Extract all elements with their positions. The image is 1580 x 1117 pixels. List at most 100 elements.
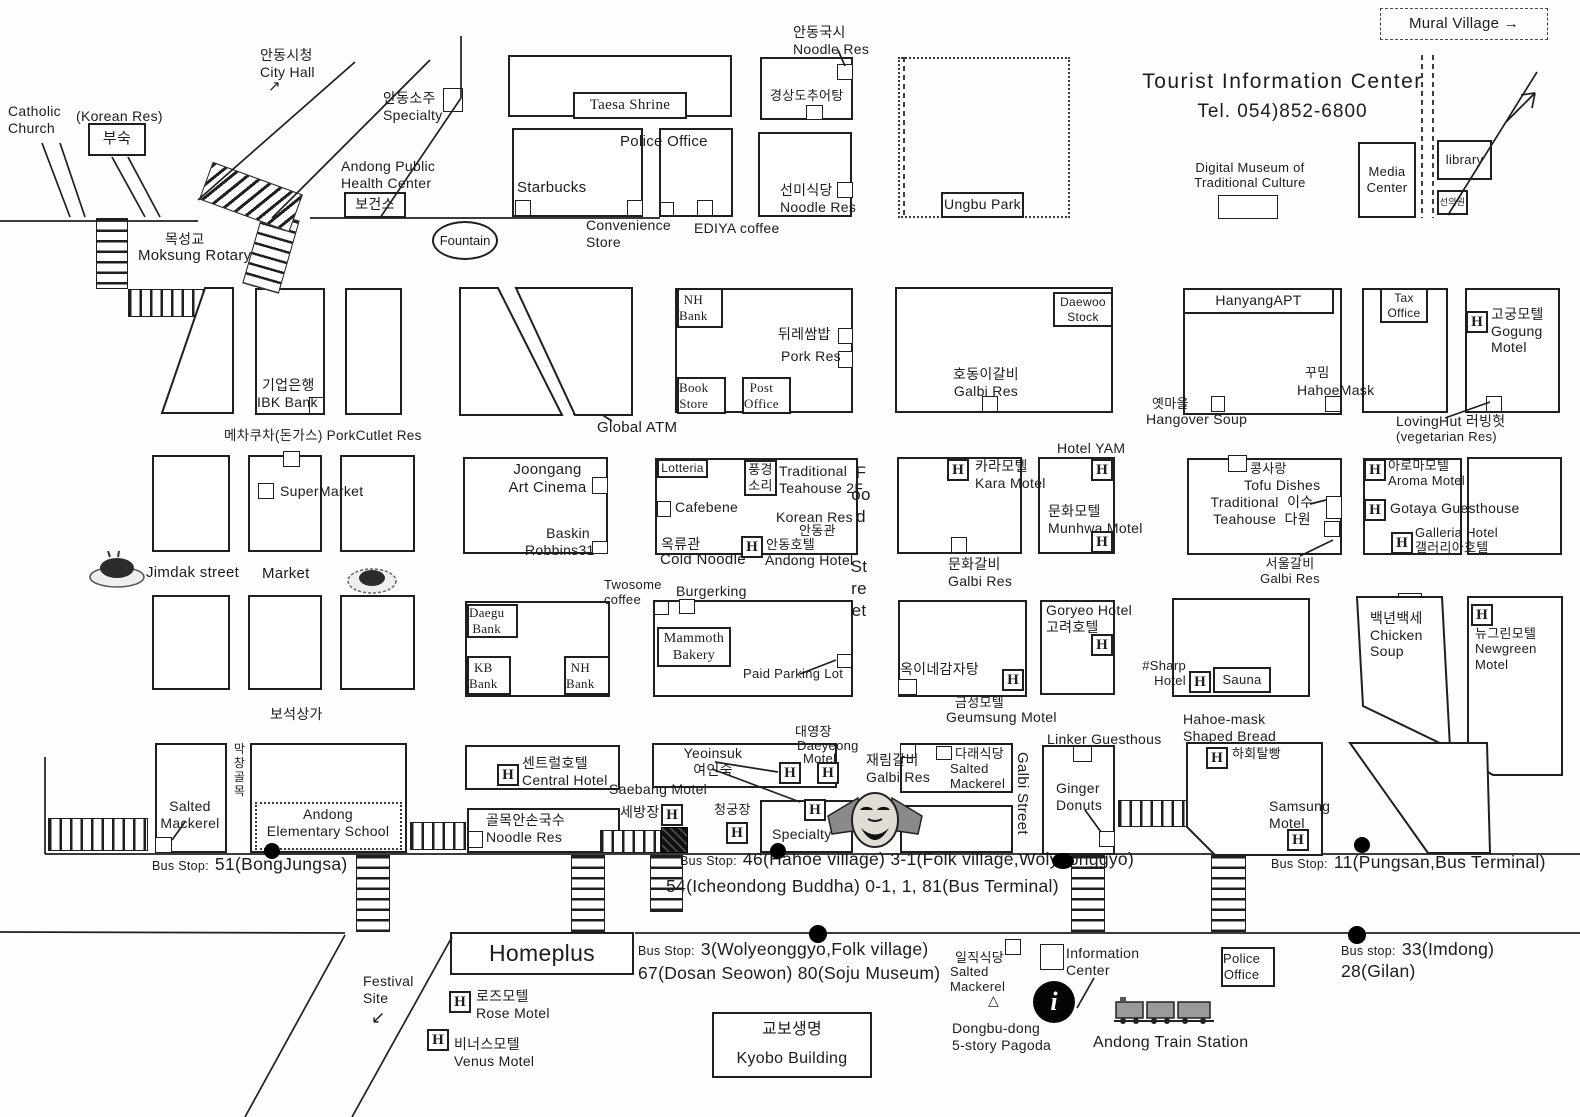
map-label: Andong Elementary School xyxy=(266,806,390,839)
map-label: Market xyxy=(262,565,310,582)
entrance-box xyxy=(898,679,917,695)
map-label: 안동국시 Noodle Res xyxy=(793,24,870,57)
hotel-marker: H xyxy=(661,804,683,826)
bus-stop-dot xyxy=(770,843,786,859)
building-block xyxy=(465,745,620,790)
kyobo-building-box: 교보생명 Kyobo Building xyxy=(712,1012,872,1078)
map-label: Dongbu-dong 5-story Pagoda xyxy=(952,1020,1052,1053)
building-block xyxy=(898,600,1027,697)
map-label: 막창골목 xyxy=(233,742,246,798)
map-label: 옛마을 xyxy=(1152,396,1189,411)
entrance-box xyxy=(837,654,852,668)
homeplus-box: Homeplus xyxy=(450,932,634,975)
building-block xyxy=(152,595,230,690)
train-icon xyxy=(1114,997,1214,1024)
bus-stop-prefix: Bus Stop: xyxy=(1271,857,1328,871)
map-label: 카라모텔 Kara Motel xyxy=(975,458,1046,491)
map-label: IBK Bank xyxy=(257,394,318,410)
map-label: Yeoinsuk 여인숙 xyxy=(683,745,743,778)
map-title: Tourist Information Center xyxy=(1142,70,1423,93)
shinhan-bank-box: Shinhan Bank xyxy=(573,376,633,415)
map-label: Goryeo Hotel 고려호텔 xyxy=(1046,602,1133,635)
map-label: Police Office xyxy=(620,133,708,150)
crosswalk xyxy=(128,289,204,317)
map-label: SuperMarket xyxy=(280,483,364,499)
map-label: 꾸밈 xyxy=(1305,365,1330,380)
map-label: Galbi Street xyxy=(1014,752,1031,835)
map-label: 백년백세 Chicken Soup xyxy=(1370,610,1423,660)
map-label: Traditional 이수 Teahouse 다원 xyxy=(1210,494,1314,527)
entrance-box xyxy=(1211,396,1225,412)
map-label: 안동관 xyxy=(799,523,836,538)
map-label: Andong Public Health Center xyxy=(341,158,436,191)
building-block xyxy=(250,743,407,853)
map-label: 로즈모텔 Rose Motel xyxy=(476,988,550,1021)
crosswalk xyxy=(1071,855,1105,932)
map-label: 선미식당 Noodle Res xyxy=(780,182,857,215)
crosswalk xyxy=(571,855,605,932)
nh-bank-box: NH Bank xyxy=(677,288,723,328)
bus-stop-prefix: Bus Stop: xyxy=(680,854,737,868)
building-block xyxy=(255,288,325,415)
entrance-box xyxy=(309,397,324,414)
map-label: 비너스모텔 Venus Motel xyxy=(454,1036,535,1069)
map-label: 안동소주 Specialty xyxy=(383,90,443,123)
road-line xyxy=(1531,92,1536,109)
entrance-box xyxy=(697,200,713,216)
busuk-korean-res-box: 부숙 xyxy=(88,123,146,156)
map-label: Street xyxy=(850,557,868,620)
bus-stop-label: Bus Stop: 11(Pungsan,Bus Terminal) xyxy=(1271,852,1546,873)
crosswalk xyxy=(650,855,683,912)
hotel-marker: H xyxy=(1364,459,1386,481)
nh-bank-south-box: NH Bank xyxy=(564,656,610,695)
map-label: 문화갈비 Galbi Res xyxy=(948,556,1013,589)
building-block xyxy=(659,128,733,217)
map-label: Gotaya Guesthouse xyxy=(1390,500,1520,516)
entrance-box xyxy=(1324,521,1340,537)
road-line xyxy=(244,934,346,1117)
post-office-box: Post Office xyxy=(742,377,791,414)
entrance-box xyxy=(806,105,823,120)
map-label: △ xyxy=(988,992,1000,1008)
clinic-box: 선의원 xyxy=(1437,190,1468,215)
map-label: 기업은행 xyxy=(262,377,315,393)
map-label: 뉴그린모텔 Newgreen Motel xyxy=(1475,626,1537,672)
map-label: Specialty xyxy=(772,826,832,842)
map-label: Food xyxy=(851,463,871,526)
hotel-marker: H xyxy=(804,799,826,821)
building-block xyxy=(340,595,415,690)
map-label: Traditional Teahouse 2F xyxy=(779,463,864,496)
bus-stop-dot xyxy=(809,925,827,943)
map-label: Hangover Soup xyxy=(1146,411,1248,427)
map-label: EDIYA coffee xyxy=(694,220,780,236)
road-line xyxy=(111,156,146,218)
hotel-marker: H xyxy=(1002,669,1024,691)
map-label: 옥류관 xyxy=(661,536,701,552)
map-label: 하회탈빵 xyxy=(1232,746,1282,761)
map-label: ↗ xyxy=(268,78,281,95)
hotel-marker: H xyxy=(1091,634,1113,656)
convenience-store-icon xyxy=(661,827,688,853)
map-phone: Tel. 054)852-6800 xyxy=(1197,101,1368,122)
kb-bank-box: KB Bank xyxy=(467,656,511,695)
entrance-box xyxy=(936,746,952,760)
hotel-marker: H xyxy=(741,536,763,558)
map-label: 서울갈비 Galbi Res xyxy=(1260,556,1320,587)
map-label: Global ATM xyxy=(597,419,678,436)
map-label: (vegetarian Res) xyxy=(1396,429,1497,444)
road-line xyxy=(127,156,161,218)
map-label: Baskin Robbins31 xyxy=(525,525,595,558)
map-label: 목성교 xyxy=(165,231,205,247)
crosswalk xyxy=(600,830,661,853)
fountain-label: Fountain xyxy=(439,233,491,248)
bus-stop-routes: 11(Pungsan,Bus Terminal) xyxy=(1333,852,1546,872)
map-label: Moksung Rotary xyxy=(138,247,252,264)
hotel-marker: H xyxy=(427,1029,449,1051)
map-label: Galleria Hotel 갤러리아호텔 xyxy=(1415,525,1498,556)
entrance-box xyxy=(679,599,695,614)
building-block xyxy=(345,288,402,415)
entrance-box xyxy=(1326,496,1342,519)
hotel-marker: H xyxy=(779,762,801,784)
entrance-box xyxy=(468,831,483,848)
